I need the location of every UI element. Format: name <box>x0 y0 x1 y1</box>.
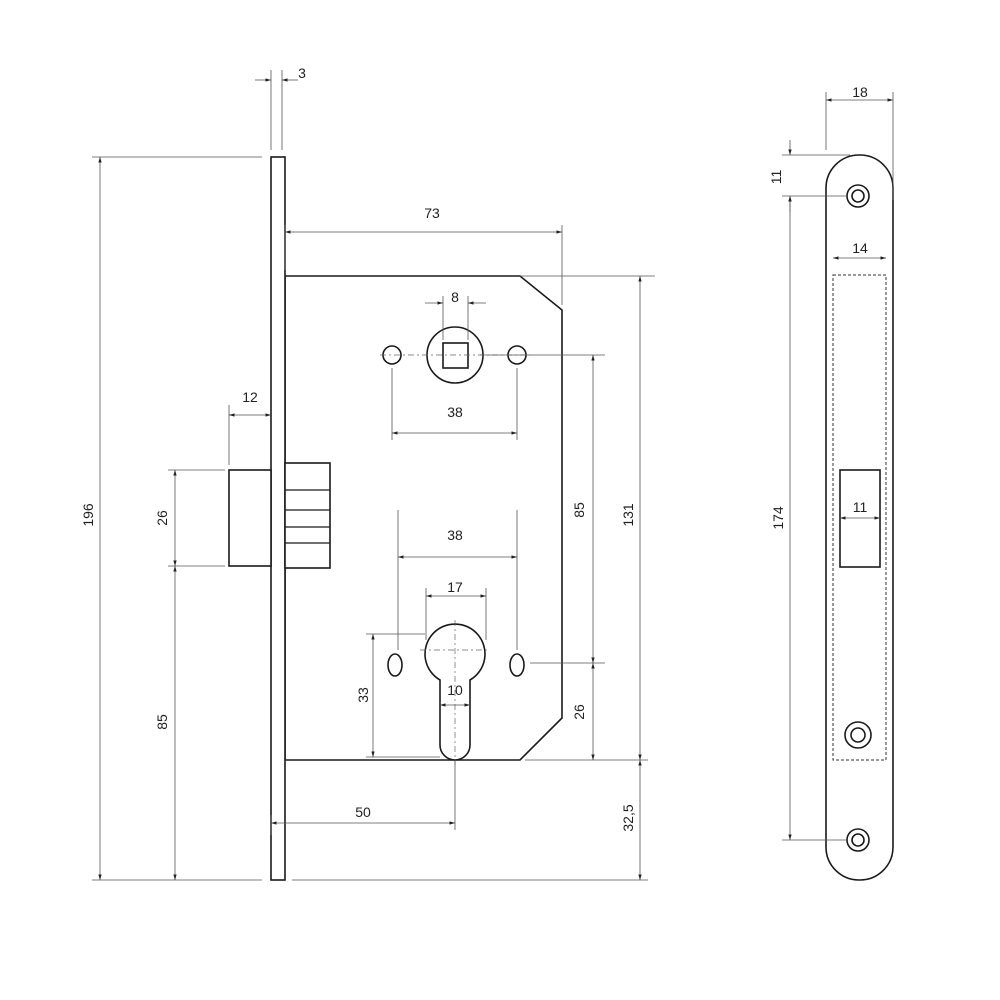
faceplate <box>270 156 286 881</box>
strike-plate: 18 14 11 11 174 <box>768 84 894 881</box>
dim-cylinder-slot: 10 <box>447 682 463 698</box>
dim-body-to-faceplate-end: 32,5 <box>620 804 636 831</box>
strike-recess <box>832 274 887 761</box>
dim-latch-opening-width: 11 <box>853 499 868 515</box>
dim-cylinder-to-bottom: 26 <box>571 704 587 720</box>
dim-center-distance: 85 <box>571 502 587 518</box>
screw-hole <box>844 721 872 749</box>
latch-opening <box>839 469 881 568</box>
screw-hole <box>846 828 870 852</box>
latch-bolt <box>228 469 272 567</box>
lock-dimensions: 3 73 8 38 38 17 10 33 50 12 26 85 196 85… <box>80 65 642 880</box>
dim-top-holes-spacing: 38 <box>447 404 463 420</box>
fixing-hole <box>509 653 525 677</box>
screw-hole <box>846 184 870 208</box>
dim-top-hole-offset: 11 <box>768 170 784 185</box>
dim-backset: 50 <box>355 804 371 820</box>
dim-bottom-holes-spacing: 38 <box>447 527 463 543</box>
dim-spindle-square: 8 <box>451 289 459 305</box>
dim-faceplate-height: 196 <box>80 503 96 527</box>
lock-body <box>228 156 563 881</box>
dim-latch-projection: 12 <box>242 389 258 405</box>
dim-hole-spacing: 174 <box>770 506 786 530</box>
spindle-square <box>442 342 469 369</box>
fixing-hole <box>387 653 403 677</box>
dim-body-depth: 73 <box>424 205 440 221</box>
dim-faceplate-thickness: 3 <box>298 65 306 81</box>
dim-body-height: 131 <box>620 503 636 527</box>
dim-recess-width: 14 <box>852 240 868 256</box>
dim-latch-to-bottom: 85 <box>154 714 170 730</box>
dim-latch-height: 26 <box>154 510 170 526</box>
dim-cylinder-height: 33 <box>355 687 371 703</box>
dim-strike-width: 18 <box>852 84 868 100</box>
latch-inner <box>284 462 331 569</box>
dim-cylinder-width: 17 <box>447 579 463 595</box>
